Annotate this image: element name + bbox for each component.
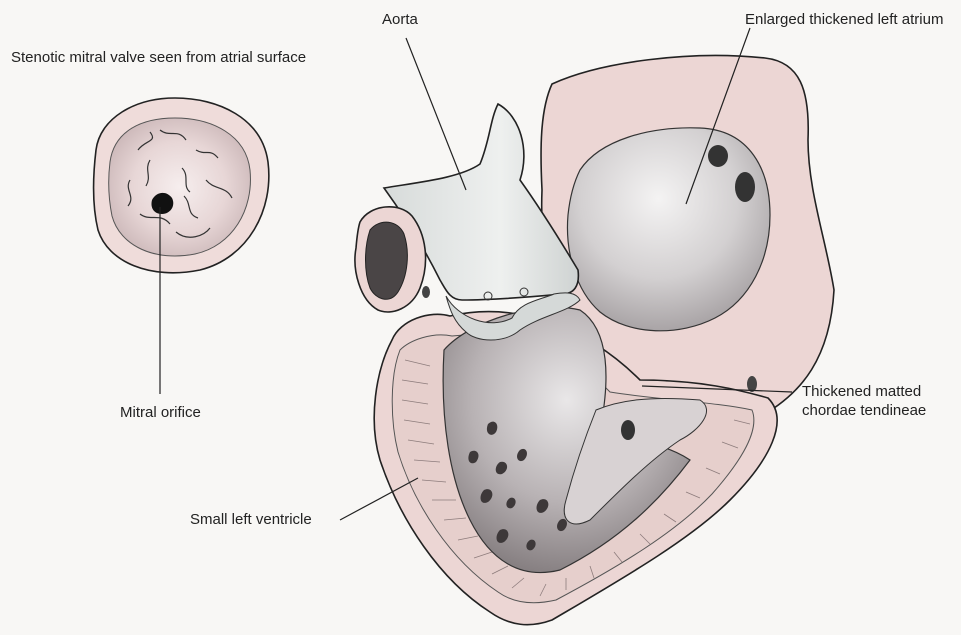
chordae-label-line1: Thickened matted <box>802 383 921 401</box>
mitral-orifice-label: Mitral orifice <box>120 404 201 422</box>
heart-cross-section <box>355 56 834 625</box>
aorta-label: Aorta <box>382 11 418 29</box>
left-atrium-label: Enlarged thickened left atrium <box>745 11 943 29</box>
chordae-label-line2: chordae tendineae <box>802 402 926 420</box>
stenotic-valve <box>94 98 269 394</box>
left-ventricle-label: Small left ventricle <box>190 511 312 529</box>
valve-title-label: Stenotic mitral valve seen from atrial s… <box>11 49 306 67</box>
